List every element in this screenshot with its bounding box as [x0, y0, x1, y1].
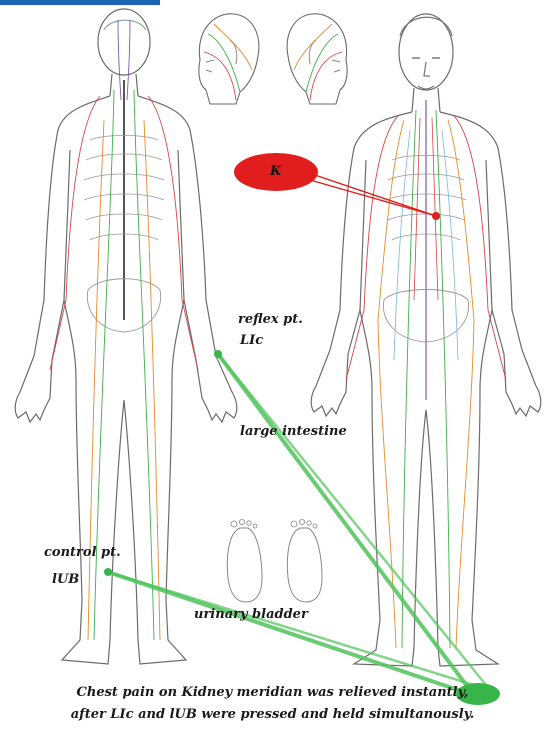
reflex-point-label: reflex pt.: [238, 312, 303, 327]
control-point-code: lUB: [52, 572, 79, 587]
control-point-marker: [104, 568, 112, 576]
front-figure: [311, 14, 541, 666]
reflex-point-marker: [214, 350, 222, 358]
control-point-label: control pt.: [44, 545, 121, 560]
back-figure: [15, 9, 237, 664]
caption-line-2: after LIc and lUB were pressed and held …: [0, 704, 545, 725]
feet-soles: [227, 519, 322, 602]
side-heads: [199, 14, 347, 104]
urinary-bladder-label: urinary bladder: [194, 607, 308, 622]
reflex-point-code: LIc: [240, 333, 263, 348]
kidney-label: K: [270, 164, 281, 179]
kidney-point-marker: [432, 212, 440, 220]
large-intestine-label: large intestine: [240, 424, 347, 439]
caption-line-1: Chest pain on Kidney meridian was reliev…: [0, 682, 545, 703]
